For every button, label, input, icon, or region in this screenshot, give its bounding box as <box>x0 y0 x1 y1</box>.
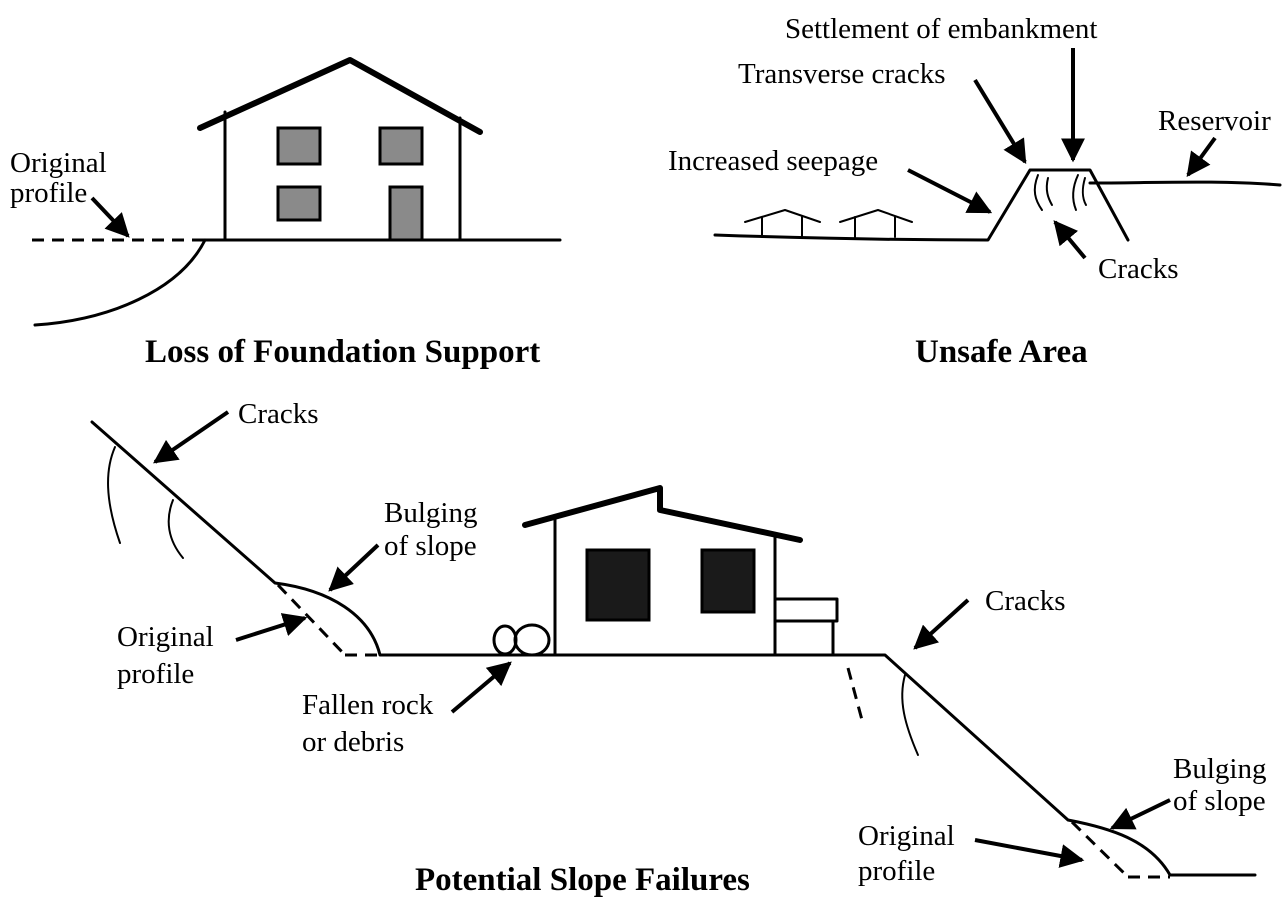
original-profile-label: Original <box>10 147 107 179</box>
original-profile-label-left-2: profile <box>117 658 194 690</box>
panel-title-unsafe: Unsafe Area <box>915 334 1088 370</box>
right-slope-outline <box>838 653 1257 877</box>
original-profile-label-left: Original <box>117 621 214 653</box>
original-profile-label-right: Original <box>858 820 955 852</box>
cracks-label-right: Cracks <box>985 585 1066 617</box>
reservoir-label: Reservoir <box>1158 105 1271 137</box>
bulging-label-left-2: of slope <box>384 530 477 562</box>
crack-line-left-2 <box>167 499 184 559</box>
arrow-icon-fallen-rock <box>450 661 512 714</box>
bulging-label-right-2: of slope <box>1173 785 1266 817</box>
small-house-icon-2 <box>839 209 913 238</box>
rock-icon <box>492 624 518 656</box>
arrow-icon-bulging-right <box>1109 798 1171 830</box>
increased-seepage-label: Increased seepage <box>668 145 878 177</box>
reservoir-surface <box>1088 180 1282 187</box>
original-profile-dashed-line-left <box>276 583 347 657</box>
left-slope-outline <box>90 420 842 657</box>
crack-line-right <box>901 674 919 756</box>
crack-line-left <box>107 446 121 544</box>
panel-title-slope: Potential Slope Failures <box>415 862 750 897</box>
cracks-label: Cracks <box>1098 253 1179 285</box>
bulging-label-left: Bulging <box>384 497 477 529</box>
original-profile-dashed-line-right <box>1070 820 1130 879</box>
settlement-label: Settlement of embankment <box>785 13 1097 45</box>
arrow-icon-seepage <box>907 168 993 214</box>
arrow-icon-reservoir <box>1186 136 1217 177</box>
panel-title-foundation: Loss of Foundation Support <box>145 334 540 370</box>
bulging-label-right: Bulging <box>1173 753 1266 785</box>
arrow-icon-original-left <box>235 613 308 642</box>
rock-icon-2 <box>513 623 551 657</box>
unsafe-area-panel: Settlement of embankment Transverse crac… <box>668 13 1282 370</box>
fallen-rock-label: Fallen rock <box>302 689 434 721</box>
arrow-icon-transverse <box>973 78 1027 165</box>
cracks-label-left: Cracks <box>238 398 319 430</box>
arrow-icon-cracks-left <box>153 410 230 464</box>
arrow-icon-cracks-right <box>913 598 970 650</box>
eroded-slope-line <box>33 238 207 327</box>
arrow-icon-cracks <box>1053 220 1087 260</box>
house-icon <box>197 57 483 242</box>
embankment-outline <box>713 168 1130 242</box>
original-profile-label-2: profile <box>10 177 87 209</box>
arrow-icon-original-right <box>974 838 1085 868</box>
fallen-rock-label-2: or debris <box>302 726 404 758</box>
original-profile-label-right-2: profile <box>858 855 935 887</box>
crack-line-4 <box>1081 177 1087 206</box>
crack-line-2 <box>1045 177 1053 206</box>
transverse-cracks-label: Transverse cracks <box>738 58 946 90</box>
crack-dashed-line <box>846 667 864 721</box>
crack-line-3 <box>1072 174 1079 211</box>
arrow-icon-bulging-left <box>328 543 380 592</box>
arrow-icon <box>90 196 130 238</box>
slope-failures-panel: Cracks Bulging of slope Original profile… <box>90 398 1266 897</box>
small-house-icon <box>744 209 821 238</box>
foundation-panel: Original profile Loss of Foundation Supp… <box>10 57 562 370</box>
house-icon-2 <box>522 485 839 657</box>
crack-line <box>1033 174 1043 211</box>
